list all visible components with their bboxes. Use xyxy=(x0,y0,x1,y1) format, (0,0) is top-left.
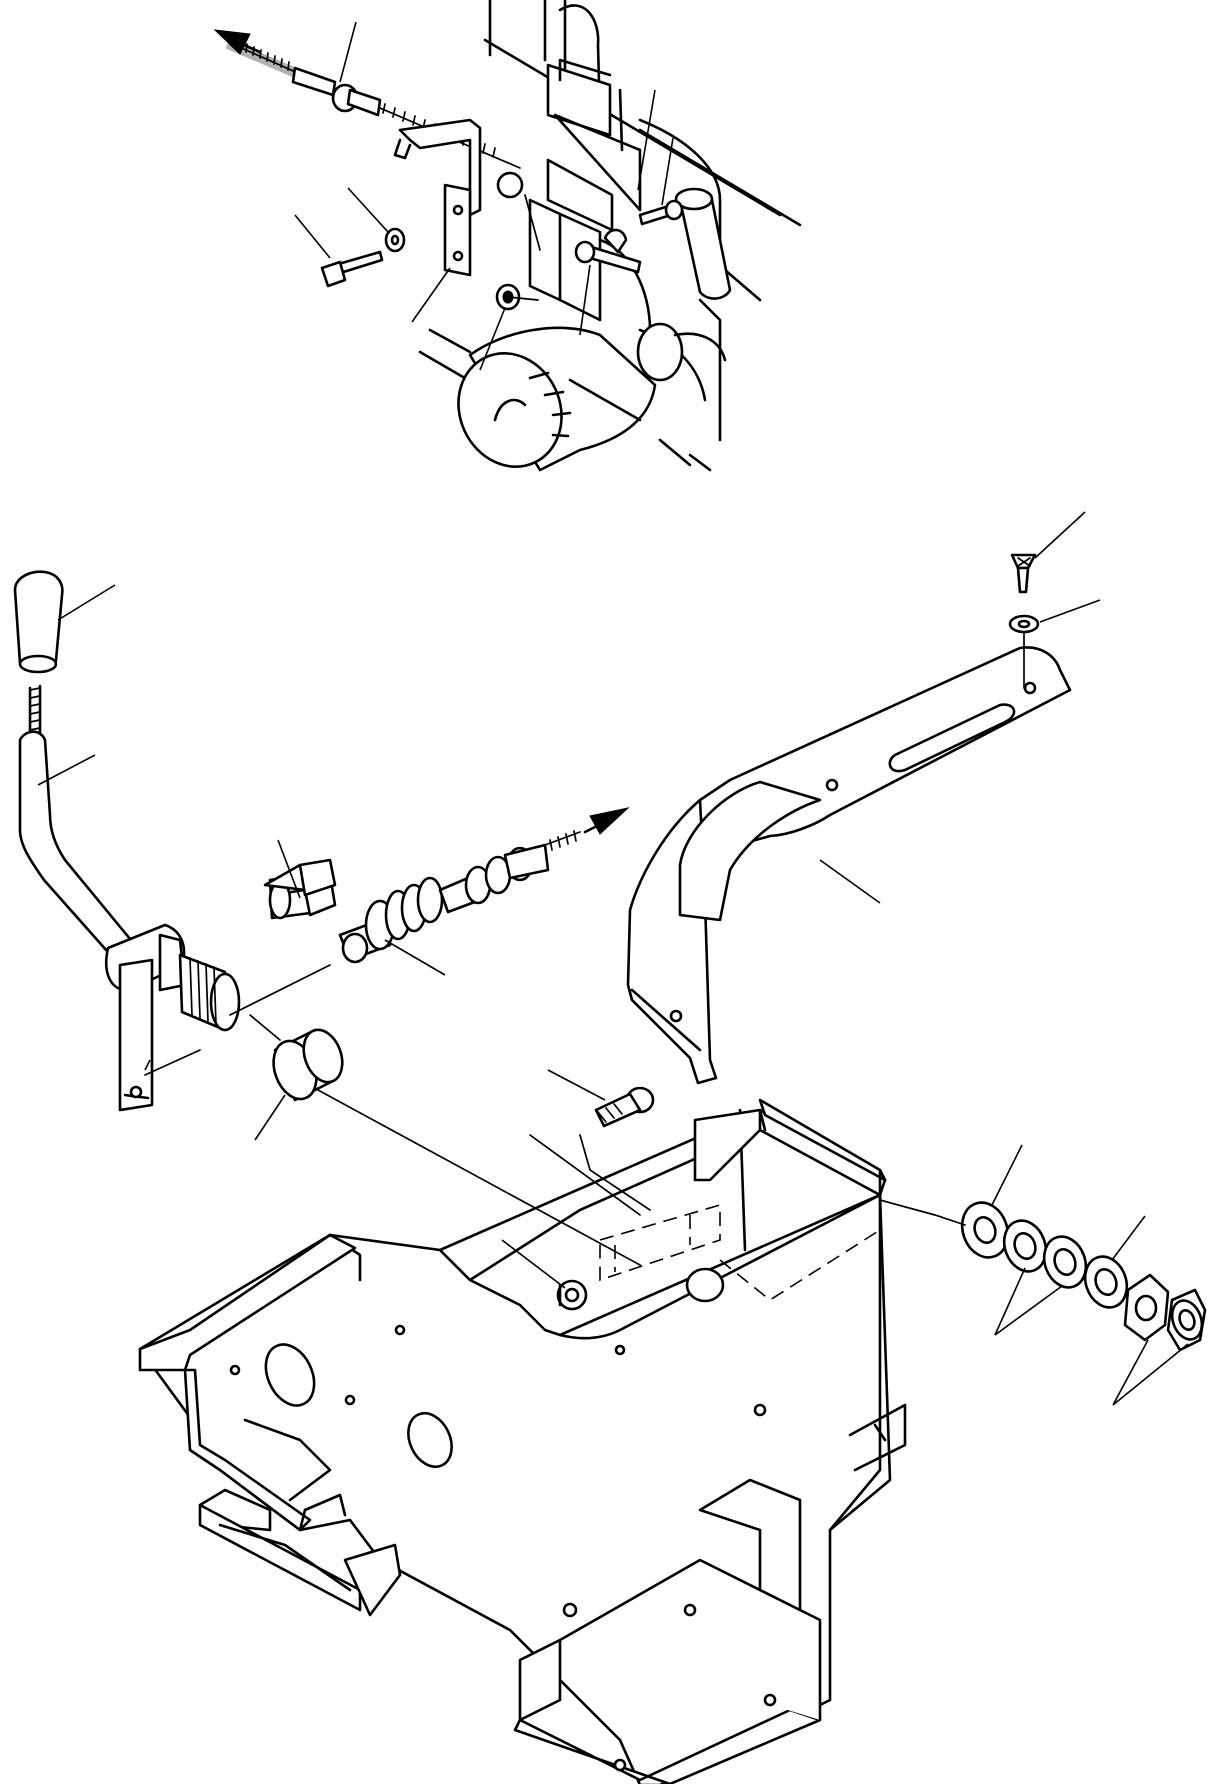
leader-lever-nut xyxy=(480,308,505,370)
thrust-washer xyxy=(1078,1251,1133,1314)
lever-side-cable xyxy=(340,831,580,962)
leader-clip xyxy=(278,840,300,898)
upper-mounting-bracket xyxy=(628,647,1070,1083)
assembly-lines xyxy=(145,195,965,1265)
leader-bracket-washer xyxy=(348,188,388,232)
leader-lever-stop xyxy=(145,1060,150,1070)
frame-bolt xyxy=(596,1088,653,1126)
leader-thrust-washer xyxy=(1112,1216,1145,1260)
countersunk-screw xyxy=(1012,555,1035,592)
leader-spacer-washer xyxy=(992,1145,1022,1205)
throttle-lever xyxy=(20,732,239,1030)
leader-stopper-screw xyxy=(662,138,673,205)
leader-spring-washer xyxy=(1040,600,1100,622)
ball-joint-bolt xyxy=(576,230,640,272)
bracket-bolt xyxy=(322,252,382,286)
leader-cable-bracket xyxy=(412,268,450,322)
callout-leaders xyxy=(38,22,1188,1405)
leader-control-cable xyxy=(340,22,356,82)
arrow-to-engine xyxy=(215,30,260,54)
leader-lock-nuts xyxy=(1113,1340,1188,1405)
leader-knob xyxy=(58,585,115,620)
lower-mounting-frame xyxy=(140,1100,905,1784)
arrow-from-lever xyxy=(585,808,628,834)
lever-stop-plate xyxy=(120,960,152,1110)
leader-governor-stopper xyxy=(638,90,655,190)
spring-washer xyxy=(1010,616,1038,688)
leader-countersunk-screw xyxy=(1035,512,1085,558)
leader-throttle-lever xyxy=(38,755,95,785)
knob-thread xyxy=(30,686,40,736)
leader-frame-nut xyxy=(502,1240,565,1288)
leader-bracket-bolt xyxy=(295,215,330,258)
governor-housing xyxy=(530,160,650,330)
bracket-washer xyxy=(386,229,404,251)
governor-lever xyxy=(638,189,730,380)
leader-lever-cable xyxy=(385,940,445,975)
knob xyxy=(15,572,62,672)
clip xyxy=(265,860,335,915)
control-cable-end xyxy=(226,38,522,197)
oil-filter xyxy=(440,328,655,484)
stopper-screw xyxy=(640,201,682,224)
leader-friction-washers xyxy=(995,1268,1062,1335)
leader-upper-bracket xyxy=(820,860,880,903)
friction-washers xyxy=(997,1215,1092,1294)
engine-block-outline xyxy=(420,0,800,470)
leader-ball-joint xyxy=(580,265,590,335)
governor-stopper xyxy=(548,60,640,210)
leader-bushing xyxy=(255,1095,285,1140)
spacer-washer xyxy=(955,1196,1015,1264)
leader-frame-bolt xyxy=(548,1070,605,1100)
cable-bracket xyxy=(395,120,480,275)
lever-bushing xyxy=(266,1024,349,1105)
lock-nuts xyxy=(1125,1275,1207,1350)
